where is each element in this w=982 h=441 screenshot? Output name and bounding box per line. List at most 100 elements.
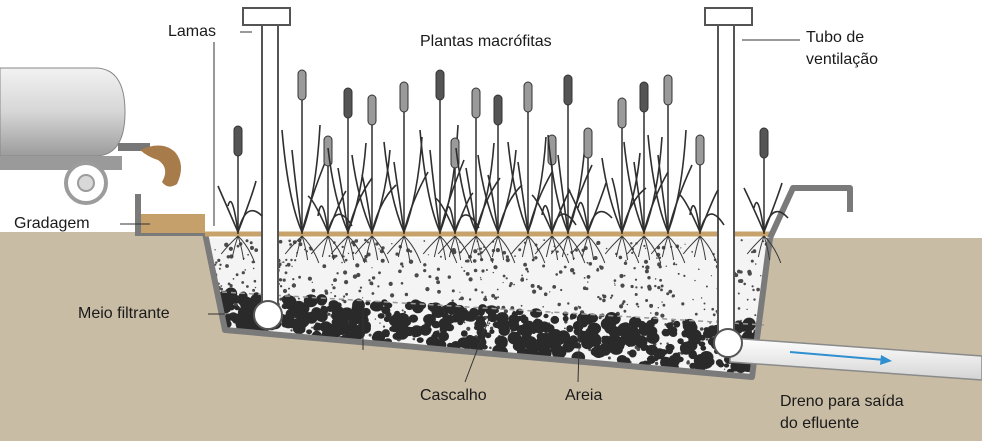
sand-grain (641, 286, 643, 288)
sand-grain (292, 283, 296, 287)
gravel-stone (370, 301, 384, 312)
gravel-stone (384, 316, 390, 322)
sand-grain (594, 256, 598, 260)
sand-grain (704, 309, 706, 311)
sand-grain (637, 306, 639, 308)
sand-grain (551, 312, 552, 313)
sand-grain (552, 285, 556, 289)
gravel-stone (432, 321, 441, 328)
sand-grain (513, 284, 515, 286)
label-dreno-1: Dreno para saída (780, 392, 904, 411)
sand-grain (343, 295, 345, 297)
gravel-stone (523, 316, 529, 322)
sand-grain (606, 248, 608, 250)
sand-grain (542, 265, 545, 268)
sand-grain (631, 252, 633, 254)
sand-grain (666, 266, 667, 267)
gravel-stone (662, 329, 671, 336)
sand-grain (675, 264, 677, 266)
gravel-stone (700, 359, 712, 369)
sand-grain (645, 299, 648, 302)
sand-grain (523, 263, 527, 267)
sand-grain (481, 269, 484, 272)
sand-grain (622, 302, 625, 305)
gravel-stone (378, 313, 385, 319)
sand-grain (282, 262, 283, 263)
sand-grain (751, 260, 754, 263)
sludge-truck (0, 68, 181, 203)
sand-grain (659, 279, 662, 282)
sand-grain (647, 276, 650, 279)
sand-grain (704, 303, 706, 305)
gravel-stone (555, 347, 566, 358)
sand-grain (253, 268, 255, 270)
sand-grain (440, 256, 442, 258)
sand-grain (283, 261, 285, 263)
gravel-stone (530, 308, 542, 318)
sand-grain (497, 289, 499, 291)
sand-grain (685, 244, 686, 245)
sand-grain (630, 242, 632, 244)
sand-grain (402, 309, 404, 311)
sand-grain (624, 310, 627, 313)
gravel-stone (306, 329, 312, 334)
sand-grain (645, 269, 649, 273)
truck-tank (0, 68, 125, 156)
sand-grain (227, 255, 230, 258)
sand-grain (425, 287, 429, 291)
sand-grain (415, 273, 419, 277)
sand-grain (378, 271, 381, 274)
sand-grain (648, 287, 652, 291)
sand-grain (355, 263, 359, 267)
sand-grain (246, 285, 249, 288)
sand-grain (635, 279, 637, 281)
sand-grain (660, 314, 664, 318)
sand-grain (599, 298, 602, 301)
sand-grain (752, 285, 754, 287)
sand-grain (435, 277, 439, 281)
sand-grain (344, 280, 348, 284)
gravel-stone (438, 331, 449, 341)
sand-grain (614, 283, 615, 284)
sand-grain (611, 295, 613, 297)
sand-grain (242, 271, 245, 274)
gravel-stone (597, 353, 602, 358)
sand-grain (477, 248, 479, 250)
sand-grain (748, 272, 752, 276)
sand-grain (691, 251, 693, 253)
sand-grain (597, 296, 599, 298)
sand-grain (377, 285, 379, 287)
sand-grain (237, 245, 240, 248)
sand-grain (644, 260, 648, 264)
sand-grain (655, 362, 658, 365)
sand-grain (755, 263, 757, 265)
sand-grain (336, 272, 338, 274)
sand-grain (469, 298, 471, 300)
sand-grain (474, 288, 477, 291)
sand-grain (503, 275, 506, 278)
gravel-stone (543, 314, 548, 318)
sand-grain (474, 269, 478, 273)
sand-grain (452, 289, 455, 292)
sand-grain (531, 284, 535, 288)
sand-grain (291, 266, 292, 267)
sand-grain (654, 285, 656, 287)
sand-grain (549, 291, 550, 292)
gravel-stone (461, 330, 468, 337)
sand-grain (298, 298, 300, 300)
sand-grain (496, 248, 500, 252)
sand-grain (400, 262, 403, 265)
sand-grain (631, 285, 634, 288)
sand-grain (527, 270, 529, 272)
sand-grain (539, 287, 543, 291)
sand-grain (423, 240, 425, 242)
sand-grain (428, 254, 429, 255)
sand-grain (379, 322, 380, 323)
sand-grain (738, 279, 742, 283)
sand-grain (752, 289, 754, 291)
sand-grain (739, 272, 741, 274)
sand-grain (743, 283, 746, 286)
label-gradagem: Gradagem (14, 214, 90, 233)
sand-grain (683, 275, 685, 277)
sludge-stream (140, 145, 181, 186)
